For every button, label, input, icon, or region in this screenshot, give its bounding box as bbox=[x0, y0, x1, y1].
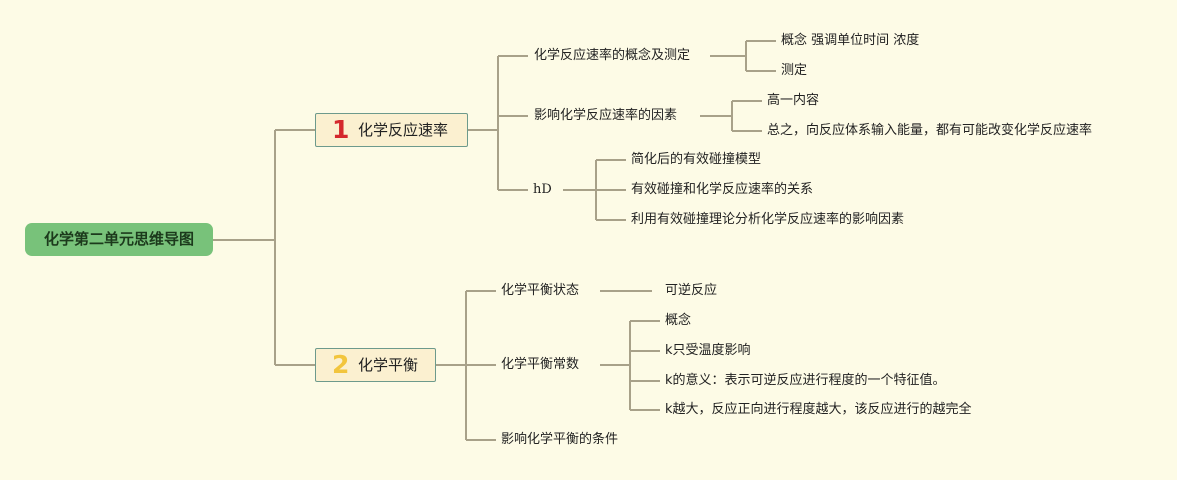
leaf-grade10-content[interactable]: 高一内容 bbox=[767, 93, 820, 108]
topic-equilibrium-state[interactable]: 化学平衡状态 bbox=[501, 283, 580, 298]
topic-hd[interactable]: hD bbox=[533, 182, 552, 197]
leaf-energy-summary[interactable]: 总之，向反应体系输入能量，都有可能改变化学反应速率 bbox=[767, 123, 1093, 138]
branch-number-badge: 1 bbox=[332, 115, 350, 144]
topic-equilibrium-constant[interactable]: 化学平衡常数 bbox=[501, 357, 580, 372]
leaf-k-larger[interactable]: k越大，反应正向进行程度越大，该反应进行的越完全 bbox=[665, 402, 972, 417]
leaf-k-concept[interactable]: 概念 bbox=[665, 313, 692, 328]
topic-rate-concept[interactable]: 化学反应速率的概念及测定 bbox=[534, 48, 691, 63]
branch-title: 化学平衡 bbox=[358, 356, 419, 374]
topic-rate-factors[interactable]: 影响化学反应速率的因素 bbox=[534, 108, 678, 123]
leaf-k-temperature[interactable]: k只受温度影响 bbox=[665, 343, 751, 358]
branch-number-badge: 2 bbox=[332, 350, 350, 379]
leaf-collision-theory-factors[interactable]: 利用有效碰撞理论分析化学反应速率的影响因素 bbox=[631, 212, 905, 227]
leaf-collision-model[interactable]: 简化后的有效碰撞模型 bbox=[631, 152, 762, 167]
leaf-concept[interactable]: 概念 强调单位时间 浓度 bbox=[781, 33, 920, 48]
branch-node-equilibrium[interactable]: 2 化学平衡 bbox=[315, 348, 436, 382]
branch-node-reaction-rate[interactable]: 1 化学反应速率 bbox=[315, 113, 468, 147]
leaf-measurement[interactable]: 测定 bbox=[781, 63, 808, 78]
leaf-collision-rate-relation[interactable]: 有效碰撞和化学反应速率的关系 bbox=[631, 182, 814, 197]
leaf-k-meaning[interactable]: k的意义：表示可逆反应进行程度的一个特征值。 bbox=[665, 373, 946, 388]
root-node[interactable]: 化学第二单元思维导图 bbox=[25, 223, 213, 256]
topic-equilibrium-conditions[interactable]: 影响化学平衡的条件 bbox=[501, 432, 619, 447]
branch-title: 化学反应速率 bbox=[358, 121, 449, 139]
leaf-reversible-reaction[interactable]: 可逆反应 bbox=[665, 283, 718, 298]
